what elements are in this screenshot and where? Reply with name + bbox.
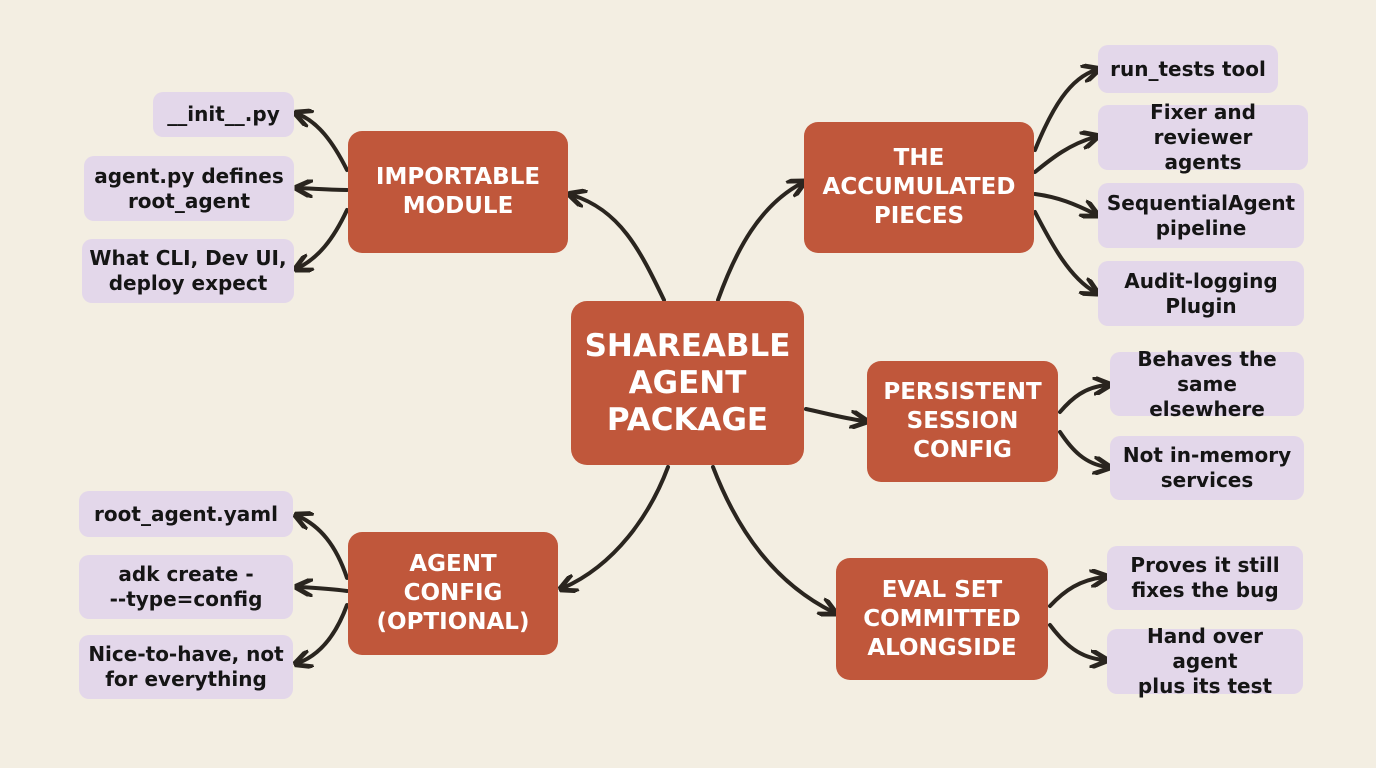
edge-importable-to-agent-py [299,188,349,190]
leaf-sequentialagent-pipeline: SequentialAgent pipeline [1098,183,1304,248]
edge-persistent-to-behaves [1058,385,1107,414]
edge-center-to-eval-set [711,465,833,612]
branch-node-importable-module: IMPORTABLE MODULE [348,131,568,253]
leaf-not-in-memory-services: Not in-memory services [1110,436,1304,500]
leaf-proves-it-still-fixes-the-bug: Proves it still fixes the bug [1107,546,1303,610]
edge-accumulated-to-fixer [1033,137,1095,174]
edge-center-to-agent-config [563,465,670,588]
leaf-nice-to-have-not-for-everything: Nice-to-have, not for everything [79,635,293,699]
edge-persistent-to-not-in-memory [1058,430,1107,467]
edge-agentconfig-to-adk-create [299,587,349,591]
leaf-init-py: __init__.py [153,92,294,137]
edge-importable-to-init-py [298,114,349,172]
edge-agentconfig-to-nice-to-have [298,603,349,663]
leaf-adk-create-type-config: adk create - --type=config [79,555,293,619]
edge-accumulated-to-run-tests [1033,70,1096,152]
edge-center-to-accumulated-pieces [716,183,802,302]
edge-accumulated-to-sequential [1033,192,1095,214]
edge-accumulated-to-audit [1033,210,1095,292]
edge-evalset-to-proves [1048,577,1104,608]
branch-node-eval-set: EVAL SET COMMITTED ALONGSIDE [836,558,1048,680]
leaf-agent-py-defines-root-agent: agent.py defines root_agent [84,156,294,221]
edge-center-to-importable-module [572,195,666,302]
leaf-behaves-the-same-elsewhere: Behaves the same elsewhere [1110,347,1304,421]
edge-agentconfig-to-root-yaml [298,516,349,580]
edge-importable-to-cli-expect [298,208,349,268]
leaf-root-agent-yaml: root_agent.yaml [79,491,293,537]
leaf-what-cli-dev-ui-deploy-expect: What CLI, Dev UI, deploy expect [82,239,294,303]
branch-node-accumulated-pieces: THE ACCUMULATED PIECES [804,122,1034,253]
leaf-run-tests-tool: run_tests tool [1098,45,1278,93]
edge-evalset-to-hand-over [1048,623,1104,660]
central-node-shareable-agent-package: SHAREABLE AGENT PACKAGE [571,301,804,465]
leaf-fixer-and-reviewer-agents: Fixer and reviewer agents [1098,100,1308,174]
branch-node-persistent-session-config: PERSISTENT SESSION CONFIG [867,361,1058,482]
leaf-hand-over-agent-plus-its-test: Hand over agent plus its test [1107,624,1303,698]
branch-node-agent-config-optional: AGENT CONFIG (OPTIONAL) [348,532,558,655]
leaf-audit-logging-plugin: Audit-logging Plugin [1098,261,1304,326]
edge-center-to-persistent-session [804,407,864,421]
